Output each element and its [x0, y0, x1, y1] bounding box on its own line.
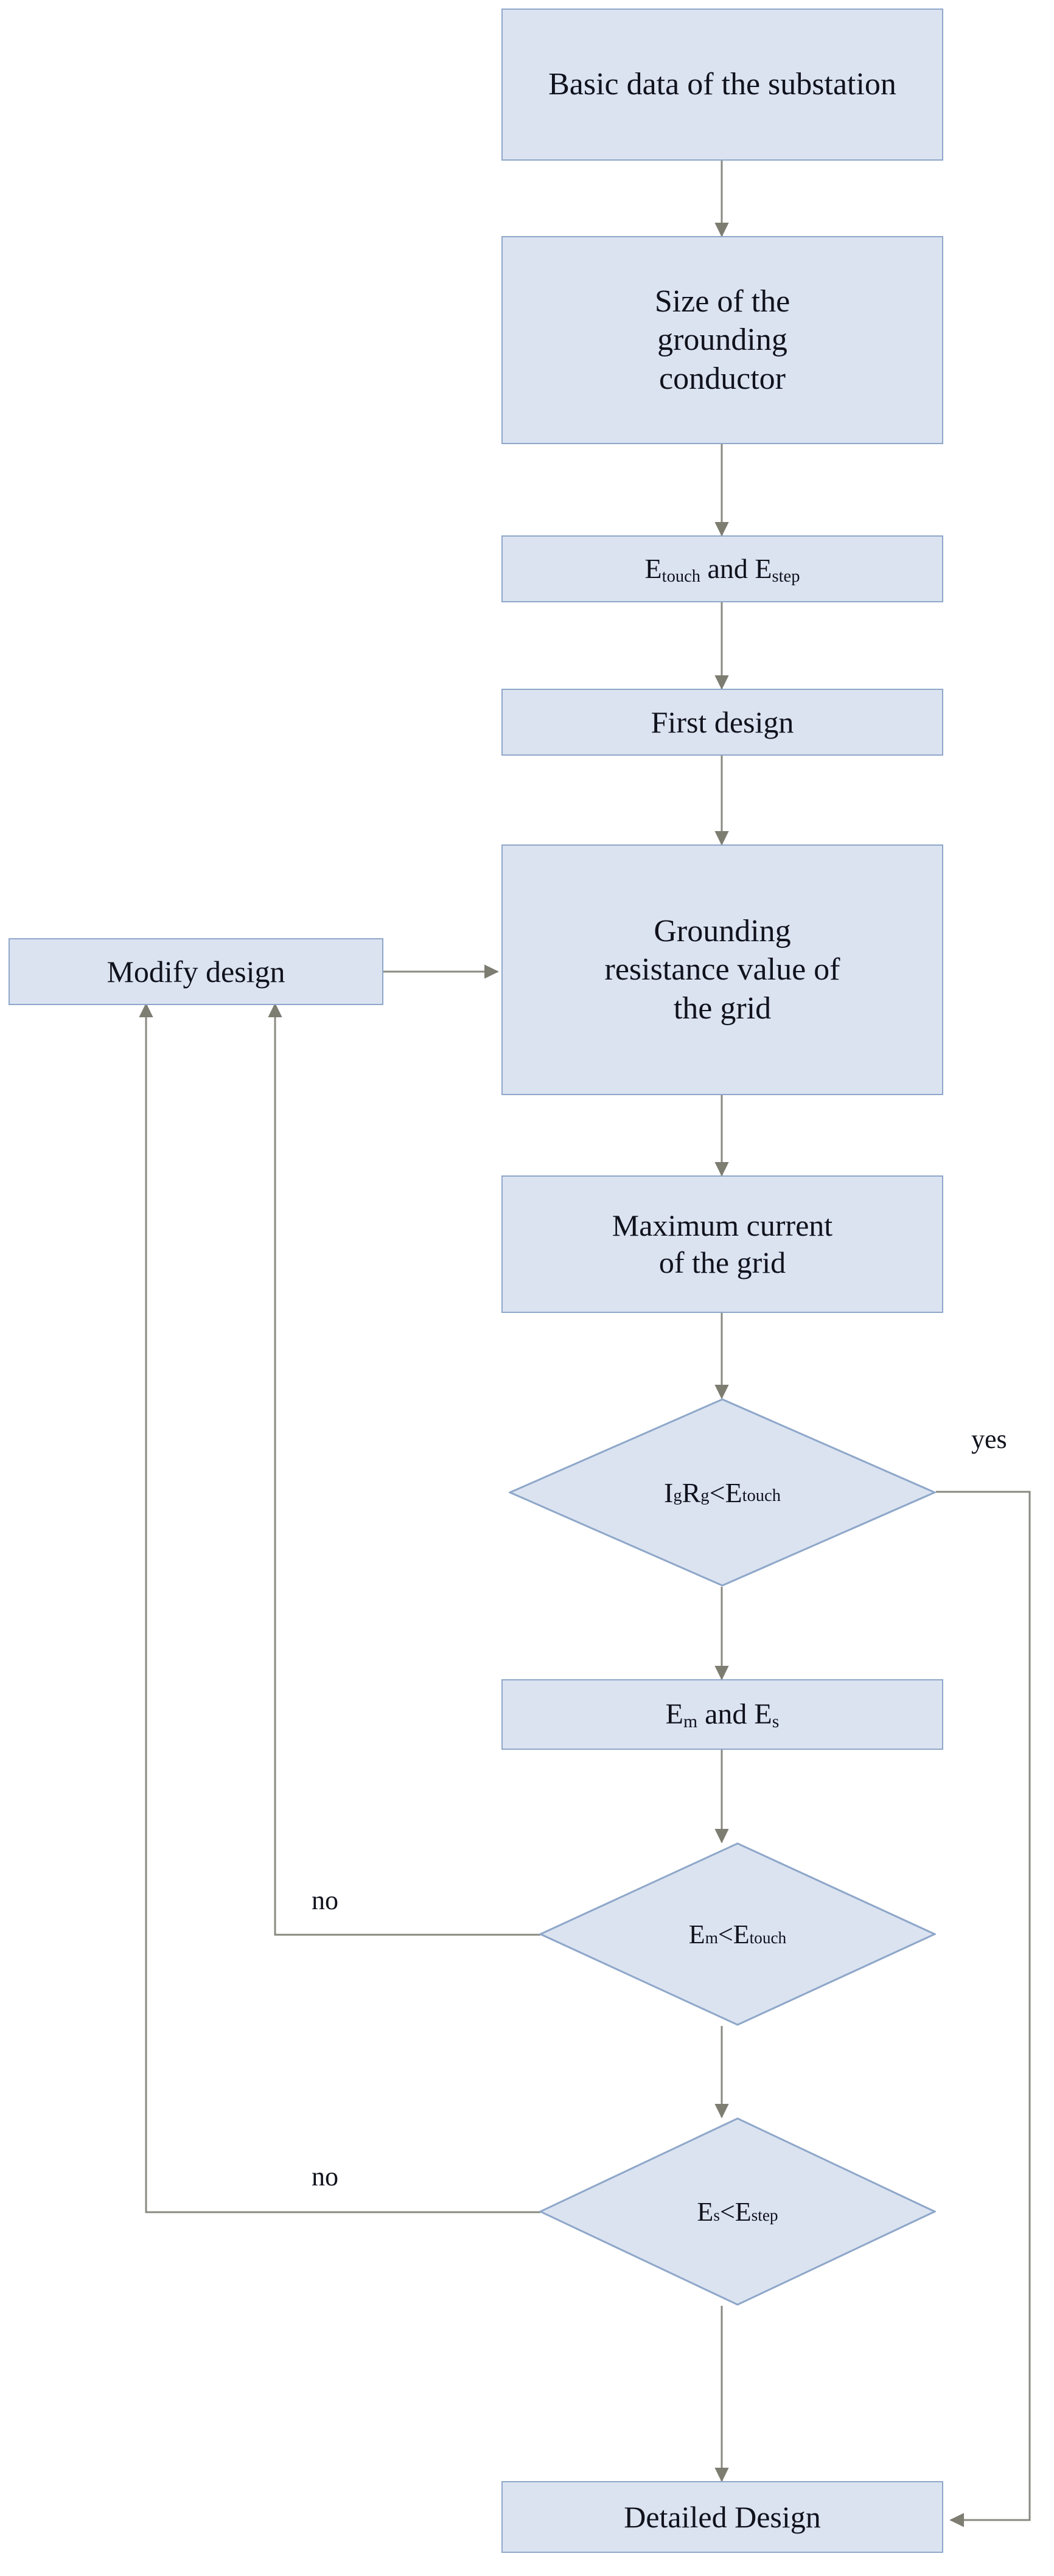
node-detailed-design[interactable]: Detailed Design	[501, 2481, 943, 2553]
edge-em-etouch-no-to-modify-design	[268, 1003, 540, 1936]
node-detailed-design-label: Detailed Design	[624, 2499, 821, 2534]
node-etouch-estep[interactable]: Etouch and Estep	[501, 535, 943, 602]
node-basic-data[interactable]: Basic data of the substation	[501, 9, 943, 161]
em-etouch-diamond-shape	[539, 1842, 936, 2026]
node-modify-design-label: Modify design	[106, 954, 285, 989]
node-em-es[interactable]: Em and Es	[501, 1679, 943, 1750]
edge-es-estep-no-to-modify-design	[139, 1003, 540, 2213]
node-etouch-estep-label: Etouch and Estep	[644, 552, 800, 587]
edge-igrg-etouch-yes-to-detailed-design	[936, 1491, 1031, 2527]
node-first-design-label: First design	[651, 705, 794, 739]
edge-label-no-1: no	[312, 1885, 338, 1915]
igrg-etouch-diamond-shape	[509, 1398, 936, 1587]
es-estep-diamond-shape	[539, 2117, 936, 2306]
node-modify-design[interactable]: Modify design	[9, 938, 383, 1005]
node-basic-data-label: Basic data of the substation	[548, 67, 896, 102]
node-em-es-label: Em and Es	[665, 1697, 780, 1732]
node-first-design[interactable]: First design	[501, 689, 943, 756]
edge-label-no-2: no	[312, 2162, 338, 2191]
edge-label-yes: yes	[971, 1424, 1007, 1454]
